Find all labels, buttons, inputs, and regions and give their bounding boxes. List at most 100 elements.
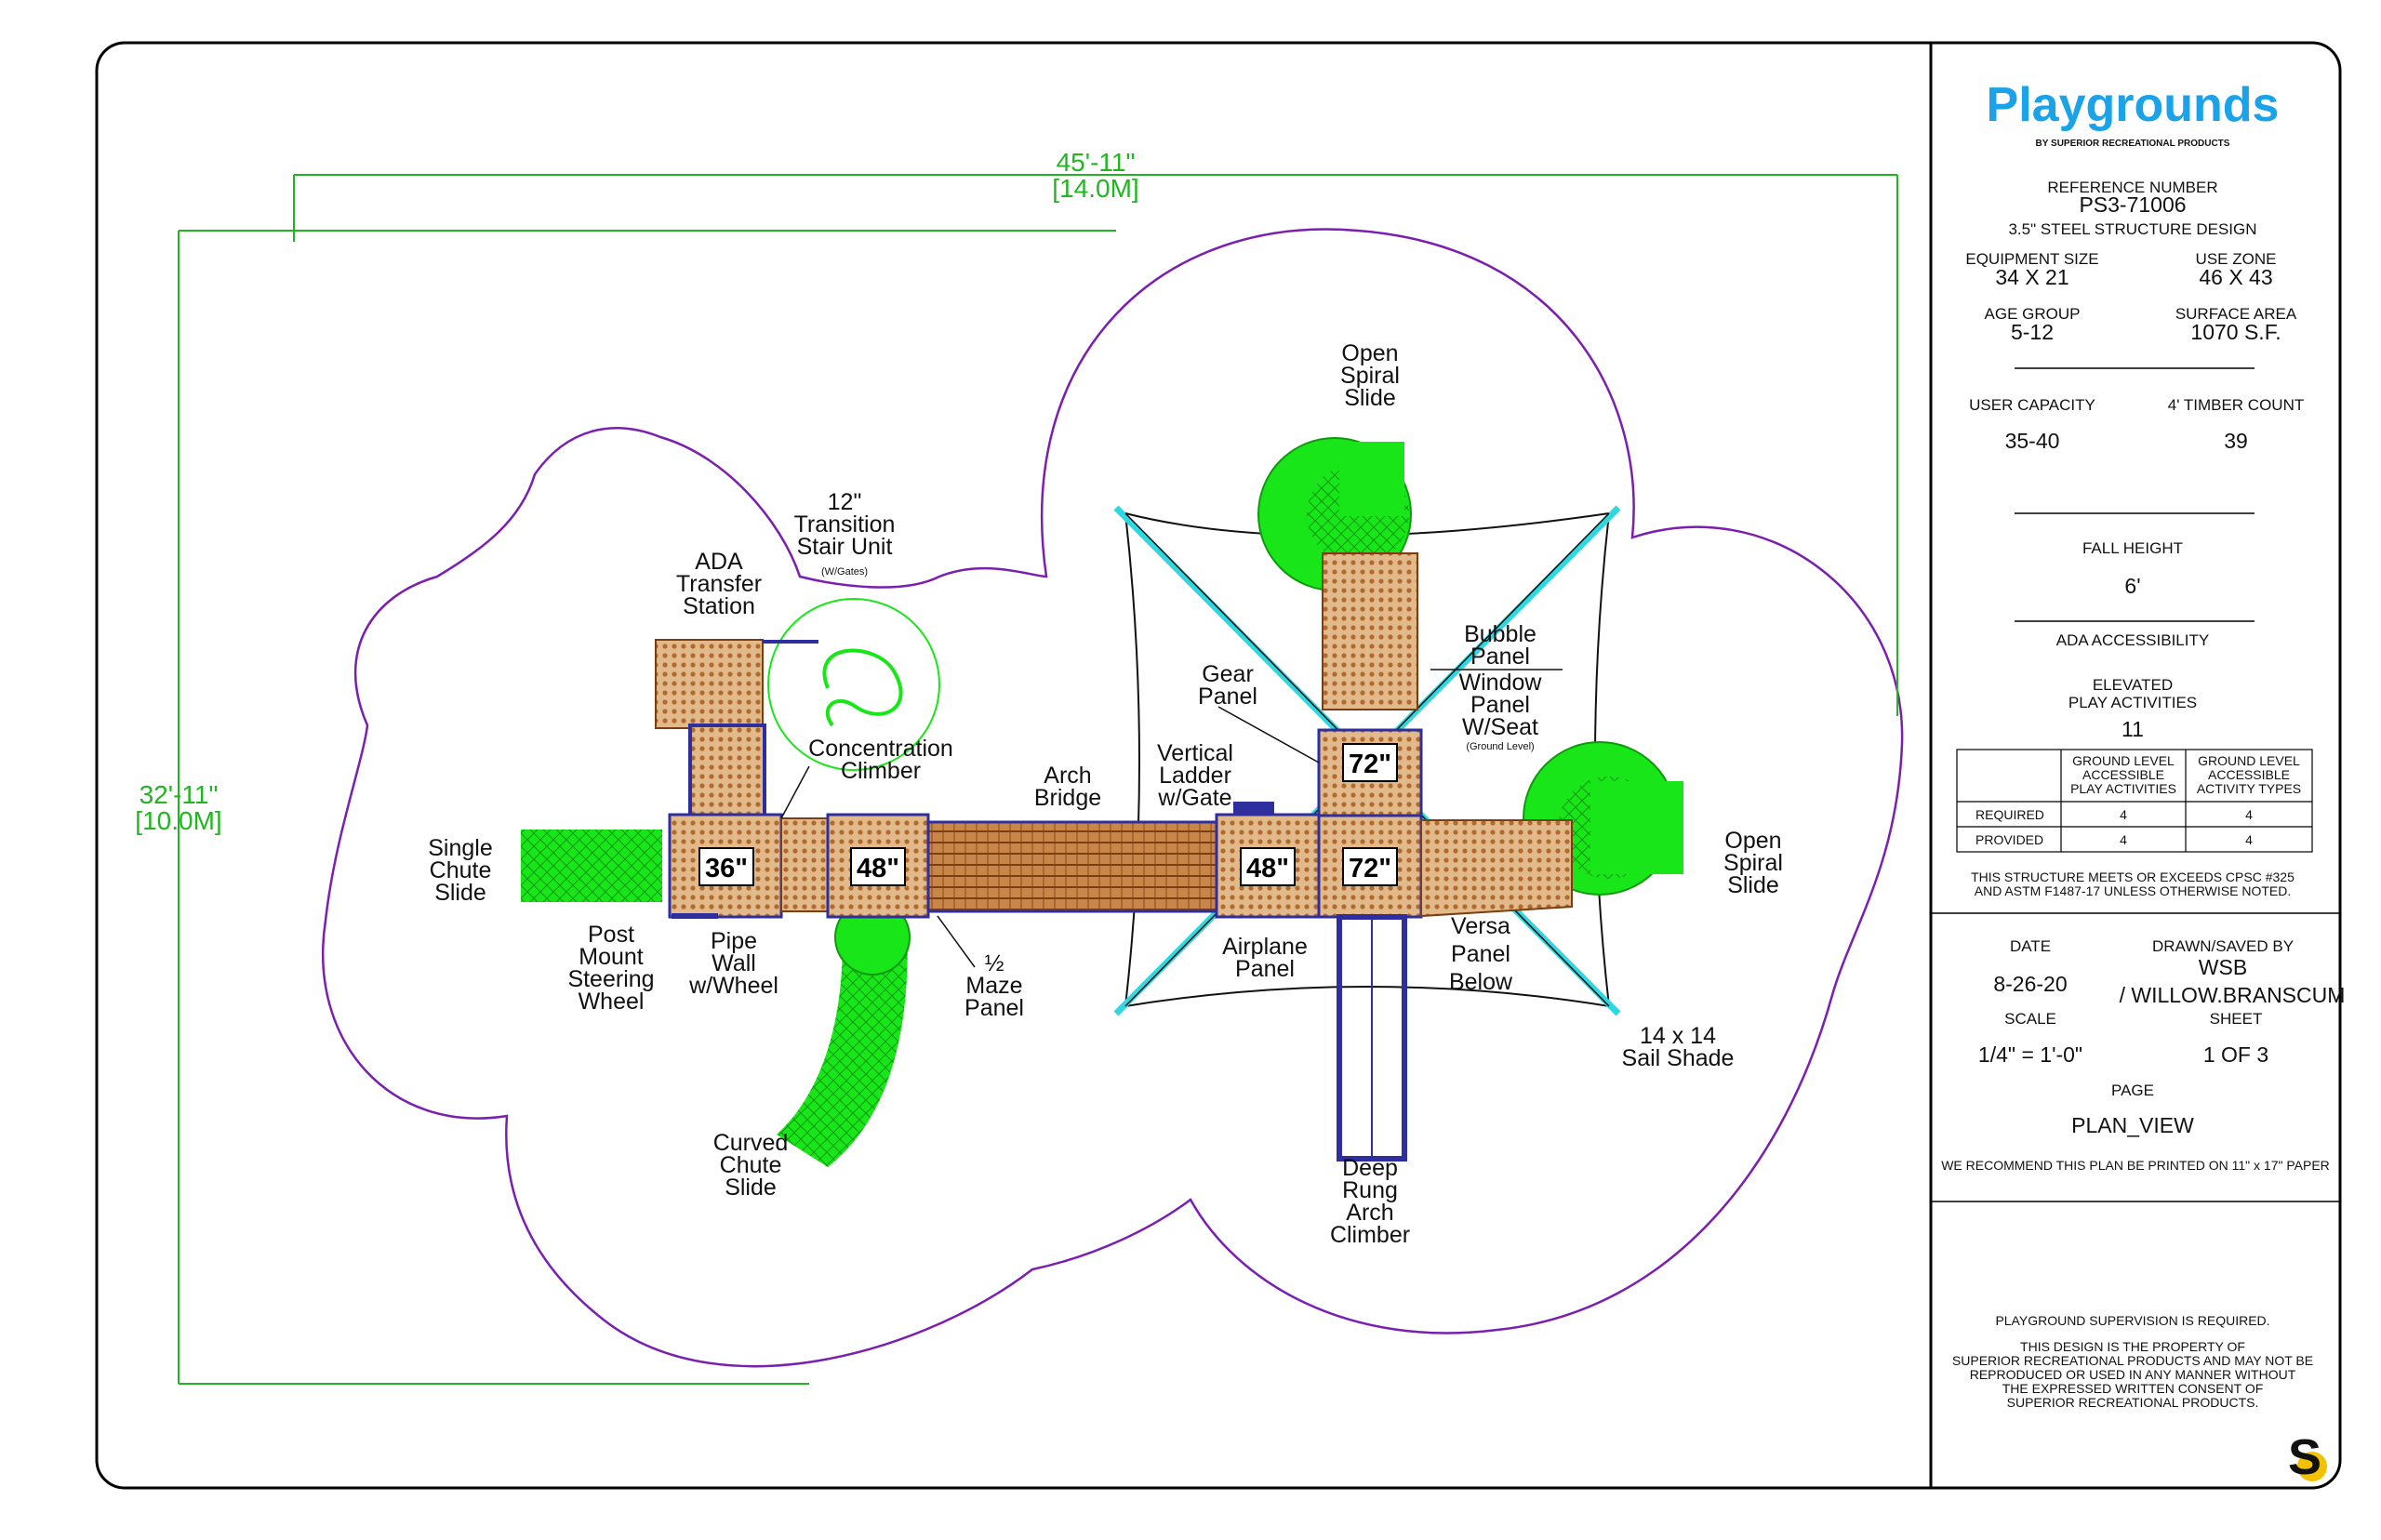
label-deep-rung-3: Arch xyxy=(1346,1200,1393,1226)
deck-height-4: 72" xyxy=(1349,750,1391,779)
date-value: 8-26-20 xyxy=(1993,972,2067,996)
label-gear-panel-2: Panel xyxy=(1198,684,1257,710)
label-post-mount-3: Steering xyxy=(567,966,654,992)
label-open-spiral-top: Open xyxy=(1341,340,1398,366)
age-group-label: AGE GROUP xyxy=(1985,305,2081,323)
elevated-label-2: PLAY ACTIVITIES xyxy=(2068,694,2197,711)
label-post-mount-2: Mount xyxy=(579,944,644,970)
deck-height-5: 72" xyxy=(1349,854,1391,883)
label-pipe-wall-2: Wall xyxy=(712,950,756,976)
deck-height-2: 48" xyxy=(857,854,899,883)
label-open-spiral-right-2: Spiral xyxy=(1723,850,1783,876)
label-maze-panel: ½ xyxy=(985,950,1004,976)
label-sail-shade-2: Sail Shade xyxy=(1622,1045,1735,1071)
print-note: WE RECOMMEND THIS PLAN BE PRINTED ON 11"… xyxy=(1941,1158,2330,1173)
table-row-required-b: 4 xyxy=(2245,807,2253,822)
equipment-size: 34 X 21 xyxy=(1995,265,2068,289)
table-row-provided-a: 4 xyxy=(2120,832,2127,847)
table-col2-line1: GROUND LEVEL xyxy=(2198,753,2300,768)
label-open-spiral-right: Open xyxy=(1724,828,1781,854)
timber-count-label: 4' TIMBER COUNT xyxy=(2168,396,2305,414)
legal-line-1: THIS DESIGN IS THE PROPERTY OF xyxy=(2020,1339,2245,1354)
label-ada-2: Transfer xyxy=(676,571,762,597)
label-stair-3: Stair Unit xyxy=(797,534,893,560)
legal-line-5: SUPERIOR RECREATIONAL PRODUCTS. xyxy=(2007,1395,2259,1410)
label-stair-2: Transition xyxy=(794,511,896,538)
label-stair: 12" xyxy=(828,489,862,515)
label-gear-panel: Gear xyxy=(1202,661,1254,687)
label-maze-panel-2: Maze xyxy=(965,973,1022,999)
age-group: 5-12 xyxy=(2011,320,2054,344)
label-concentration-2: Climber xyxy=(841,758,921,784)
deck-height-tags: 36" 48" 48" 72" 72" xyxy=(698,743,1398,886)
equipment-size-label: EQUIPMENT SIZE xyxy=(1965,250,2098,268)
height-dimension-ft: 32'-11" xyxy=(140,780,219,809)
page-label: PAGE xyxy=(2111,1082,2154,1099)
ada-transfer-station xyxy=(655,639,764,729)
surface-area-label: SURFACE AREA xyxy=(2175,305,2297,323)
curved-chute-slide xyxy=(777,921,908,1167)
label-window-panel-2: Panel xyxy=(1470,692,1530,718)
table-col2-line3: ACTIVITY TYPES xyxy=(2197,781,2301,796)
drawn-line-1: WSB xyxy=(2199,955,2247,979)
label-single-chute-3: Slide xyxy=(434,880,486,906)
label-window-panel: Window xyxy=(1459,670,1543,696)
deck-structure xyxy=(668,552,1573,1162)
page-value: PLAN_VIEW xyxy=(2071,1113,2194,1137)
label-ada: ADA xyxy=(695,549,743,575)
label-single-chute: Single xyxy=(428,835,493,861)
sheet-label: SHEET xyxy=(2210,1010,2263,1028)
ada-label: ADA ACCESSIBILITY xyxy=(2056,631,2209,649)
label-bubble-panel-2: Panel xyxy=(1470,644,1530,670)
label-versa-panel-3: Below xyxy=(1449,969,1513,995)
label-bubble-panel: Bubble xyxy=(1464,621,1536,647)
height-dimension-m: [10.0M] xyxy=(135,806,221,835)
table-row-provided-label: PROVIDED xyxy=(1975,832,2043,847)
user-capacity-label: USER CAPACITY xyxy=(1969,396,2095,414)
deck-height-3: 48" xyxy=(1246,854,1289,883)
component-labels: ADA Transfer Station 12" Transition Stai… xyxy=(428,340,1783,1248)
concentration-climber xyxy=(767,598,940,771)
legal-line-2: SUPERIOR RECREATIONAL PRODUCTS AND MAY N… xyxy=(1952,1353,2313,1368)
label-vertical-ladder-2: Ladder xyxy=(1159,763,1231,789)
compliance-line-2: AND ASTM F1487-17 UNLESS OTHERWISE NOTED… xyxy=(1975,883,2292,898)
table-col1-line3: PLAY ACTIVITIES xyxy=(2070,781,2176,796)
label-pipe-wall: Pipe xyxy=(711,928,757,954)
label-arch-bridge: Arch xyxy=(1044,763,1091,789)
structure-design: 3.5" STEEL STRUCTURE DESIGN xyxy=(2008,220,2256,238)
height-dimension xyxy=(178,230,1116,1385)
label-ada-3: Station xyxy=(683,593,755,619)
sheet-value: 1 OF 3 xyxy=(2203,1042,2268,1067)
use-zone-label: USE ZONE xyxy=(2196,250,2277,268)
title-block: Playgrounds BY SUPERIOR RECREATIONAL PRO… xyxy=(1931,78,2345,1485)
table-row-required-a: 4 xyxy=(2120,807,2127,822)
table-row-provided-b: 4 xyxy=(2245,832,2253,847)
fall-height: 6' xyxy=(2124,574,2140,598)
label-curved-chute: Curved xyxy=(713,1130,789,1156)
table-col1-line1: GROUND LEVEL xyxy=(2072,753,2175,768)
date-label: DATE xyxy=(2010,937,2051,955)
single-chute-slide xyxy=(521,830,662,902)
label-versa-panel-2: Panel xyxy=(1451,941,1510,967)
label-versa-panel: Versa xyxy=(1451,913,1510,939)
label-post-mount-4: Wheel xyxy=(579,989,645,1015)
deck-height-1: 36" xyxy=(705,854,748,883)
label-pipe-wall-3: w/Wheel xyxy=(688,973,778,999)
accessibility-table xyxy=(1956,749,2313,853)
legal-line-4: THE EXPRESSED WRITTEN CONSENT OF xyxy=(2002,1381,2264,1396)
label-open-spiral-top-3: Slide xyxy=(1344,385,1396,411)
leader-lines xyxy=(780,669,1563,968)
label-deep-rung: Deep xyxy=(1342,1155,1398,1181)
label-deep-rung-4: Climber xyxy=(1330,1222,1410,1248)
supervision-note: PLAYGROUND SUPERVISION IS REQUIRED. xyxy=(1995,1313,2269,1328)
label-concentration: Concentration xyxy=(808,736,953,762)
label-single-chute-2: Chute xyxy=(430,857,492,883)
label-deep-rung-2: Rung xyxy=(1342,1177,1398,1203)
label-window-panel-4: (Ground Level) xyxy=(1466,741,1534,752)
drawn-label: DRAWN/SAVED BY xyxy=(2152,937,2294,955)
surface-area: 1070 S.F. xyxy=(2190,320,2281,344)
label-maze-panel-3: Panel xyxy=(964,995,1024,1021)
legal-line-3: REPRODUCED OR USED IN ANY MANNER WITHOUT xyxy=(1970,1367,2296,1382)
drawn-line-2: / WILLOW.BRANSCUM xyxy=(2120,983,2346,1007)
